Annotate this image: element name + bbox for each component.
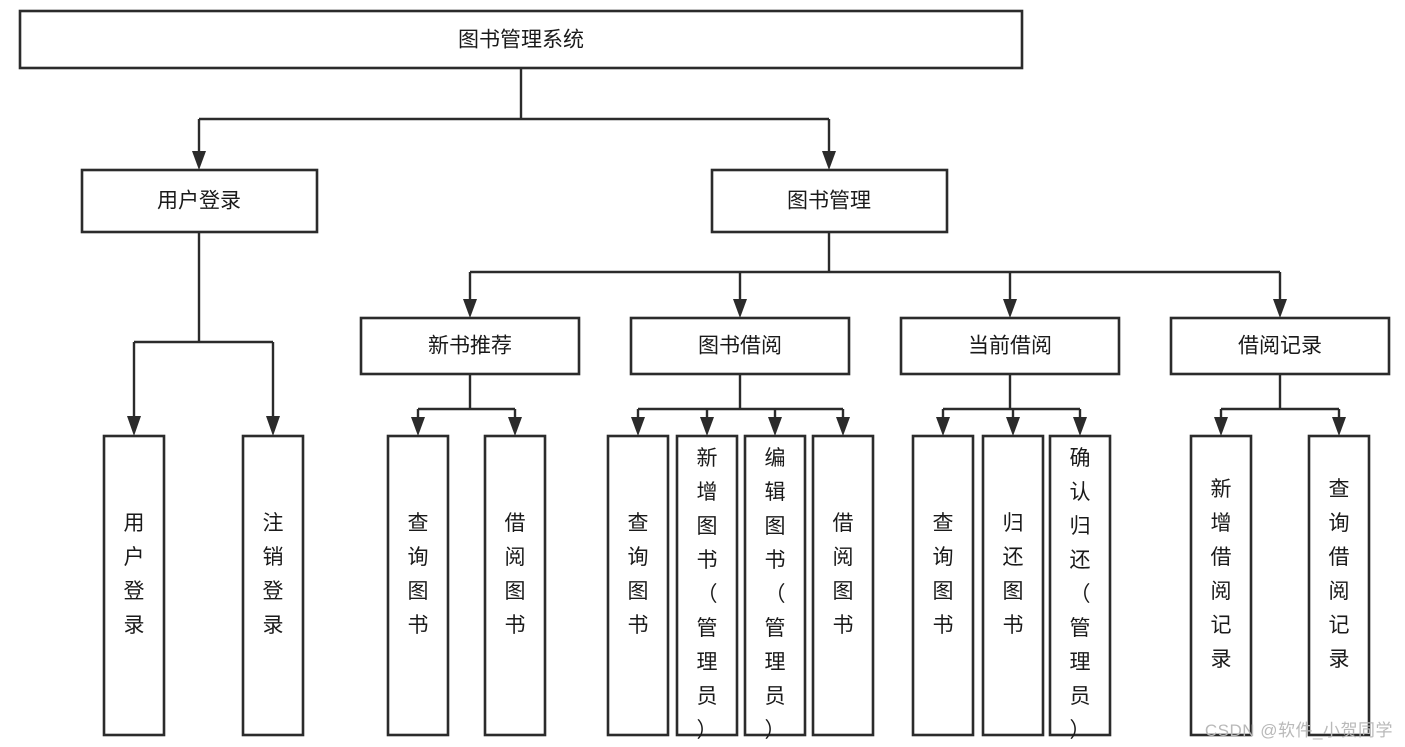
node-leaf-add-book[interactable]: 新增图书（管理员）	[675, 434, 739, 742]
node-leaf-return-book[interactable]: 归还图书	[981, 434, 1045, 737]
nodes-layer: 图书管理系统 用户登录 图书管理 新书推荐 图书借阅 当前	[18, 9, 1391, 742]
arrow-leaf-return-book	[1006, 417, 1020, 436]
arrow-leaf-query-book-c	[936, 417, 950, 436]
node-leaf-query-book-a-label: 查询图书	[408, 512, 429, 637]
node-leaf-borrow-book-a[interactable]: 借阅图书	[483, 434, 547, 737]
node-leaf-query-book-c-label: 查询图书	[933, 512, 954, 637]
node-leaf-query-book-a[interactable]: 查询图书	[386, 434, 450, 737]
node-book-management-label: 图书管理	[787, 190, 871, 213]
node-leaf-query-record[interactable]: 查询借阅记录	[1307, 434, 1371, 737]
node-leaf-return-book-label: 归还图书	[1003, 512, 1024, 637]
node-leaf-borrow-book-a-label: 借阅图书	[505, 512, 526, 637]
arrow-to-new-books	[463, 299, 477, 318]
arrow-leaf-borrow-book-a	[508, 417, 522, 436]
node-user-login[interactable]: 用户登录	[80, 168, 319, 234]
node-leaf-add-record[interactable]: 新增借阅记录	[1189, 434, 1253, 737]
node-current-borrow-label: 当前借阅	[968, 335, 1052, 358]
node-root-label: 图书管理系统	[458, 29, 584, 52]
node-leaf-add-record-label: 新增借阅记录	[1211, 478, 1232, 671]
node-leaf-logout-label: 注销登录	[263, 512, 284, 637]
node-user-login-label: 用户登录	[157, 190, 241, 213]
node-new-book-recommend[interactable]: 新书推荐	[359, 316, 581, 376]
node-book-management[interactable]: 图书管理	[710, 168, 949, 234]
edges-layer	[127, 68, 1346, 436]
arrow-leaf-query-record	[1332, 417, 1346, 436]
node-leaf-query-book-b-label: 查询图书	[628, 512, 649, 637]
node-book-borrow[interactable]: 图书借阅	[629, 316, 851, 376]
arrow-leaf-confirm-return	[1073, 417, 1087, 436]
node-leaf-edit-book-label: 编辑图书（管理员）	[765, 447, 786, 742]
node-leaf-user-login[interactable]: 用户登录	[102, 434, 166, 737]
node-leaf-borrow-book-b-label: 借阅图书	[833, 512, 854, 637]
arrow-leaf-edit-book	[768, 417, 782, 436]
arrow-leaf-borrow-book-b	[836, 417, 850, 436]
arrow-leaf-query-book-b	[631, 417, 645, 436]
node-leaf-borrow-book-b[interactable]: 借阅图书	[811, 434, 875, 737]
arrow-to-book-mgmt	[822, 151, 836, 170]
node-leaf-logout[interactable]: 注销登录	[241, 434, 305, 737]
node-current-borrow[interactable]: 当前借阅	[899, 316, 1121, 376]
node-leaf-edit-book[interactable]: 编辑图书（管理员）	[743, 434, 807, 742]
arrow-to-current-borrow	[1003, 299, 1017, 318]
csdn-watermark: CSDN @软件_小贺同学	[1204, 721, 1393, 740]
node-new-book-recommend-label: 新书推荐	[428, 335, 512, 358]
arrow-leaf-add-record	[1214, 417, 1228, 436]
node-leaf-query-book-b[interactable]: 查询图书	[606, 434, 670, 737]
node-leaf-query-book-c[interactable]: 查询图书	[911, 434, 975, 737]
arrow-leaf-user-login	[127, 416, 141, 436]
arrow-leaf-add-book	[700, 417, 714, 436]
arrow-to-borrow	[733, 299, 747, 318]
arrow-leaf-logout	[266, 416, 280, 436]
node-book-borrow-label: 图书借阅	[698, 335, 782, 358]
arrow-leaf-query-book-a	[411, 417, 425, 436]
node-borrow-record-label: 借阅记录	[1238, 335, 1322, 358]
node-leaf-confirm-return[interactable]: 确认归还（管理员）	[1048, 434, 1112, 742]
node-root[interactable]: 图书管理系统	[18, 9, 1024, 70]
node-leaf-confirm-return-label: 确认归还（管理员）	[1070, 447, 1091, 742]
node-borrow-record[interactable]: 借阅记录	[1169, 316, 1391, 376]
node-leaf-add-book-label: 新增图书（管理员）	[697, 447, 718, 742]
node-leaf-user-login-label: 用户登录	[124, 512, 145, 637]
arrow-to-borrow-record	[1273, 299, 1287, 318]
node-leaf-query-record-label: 查询借阅记录	[1329, 478, 1350, 671]
arrow-to-user-login	[192, 151, 206, 170]
